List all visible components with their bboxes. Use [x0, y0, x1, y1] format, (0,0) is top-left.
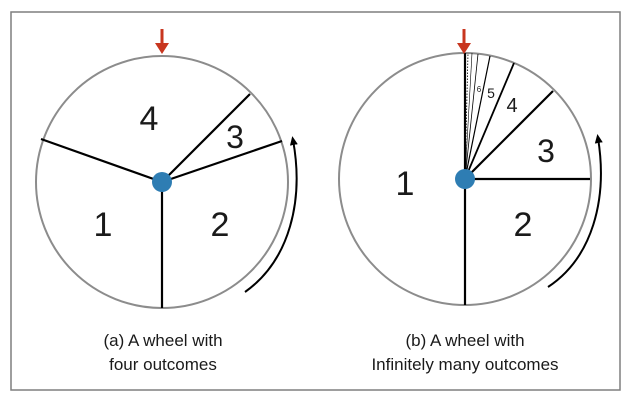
down-arrow-icon: [457, 29, 471, 54]
wheel-a-label-3: 3: [226, 119, 244, 155]
wheel-a-label-4: 4: [140, 100, 159, 138]
figure-frame: [10, 11, 621, 391]
curved-arrow-icon: [547, 134, 603, 288]
curved-arrow-icon: [244, 136, 298, 293]
wheel-a-label-2: 2: [211, 206, 230, 244]
wheel-b-caption-line1: (b) A wheel with: [405, 331, 524, 350]
wheel-b-divider: [464, 55, 491, 180]
wheel-b-divider: [464, 62, 515, 180]
wheel-b: 1 2 3 4 5 6 (b) A wheel with Infinitely …: [338, 29, 603, 374]
wheel-b-dividers: [463, 52, 590, 305]
wheel-b-divider: [464, 90, 554, 180]
wheel-b-label-1: 1: [396, 165, 415, 203]
wheel-a-divider: [161, 139, 283, 184]
wheel-b-label-4: 4: [506, 95, 517, 117]
wheel-a-divider: [161, 93, 251, 183]
wheel-b-label-6: 6: [477, 85, 482, 94]
wheel-b-hub: [455, 169, 475, 189]
wheel-a-label-1: 1: [94, 206, 113, 244]
wheel-b-divider: [464, 52, 473, 180]
wheel-a-dividers: [40, 93, 283, 308]
wheel-b-label-3: 3: [537, 133, 555, 169]
down-arrow-icon: [155, 29, 169, 54]
wheel-a-divider: [40, 137, 163, 184]
wheel-a-hub: [152, 172, 172, 192]
wheel-a-caption-line2: four outcomes: [109, 355, 217, 374]
wheel-b-label-5: 5: [487, 85, 495, 101]
wheel-b-divider: [464, 53, 479, 180]
wheel-a: 1 2 3 4 (a) A wheel with four outcomes: [35, 29, 298, 374]
wheel-b-dotted-divider: [464, 52, 469, 180]
wheel-b-label-2: 2: [514, 206, 533, 244]
wheel-a-caption-line1: (a) A wheel with: [103, 331, 222, 350]
wheel-b-caption-line2: Infinitely many outcomes: [371, 355, 558, 374]
